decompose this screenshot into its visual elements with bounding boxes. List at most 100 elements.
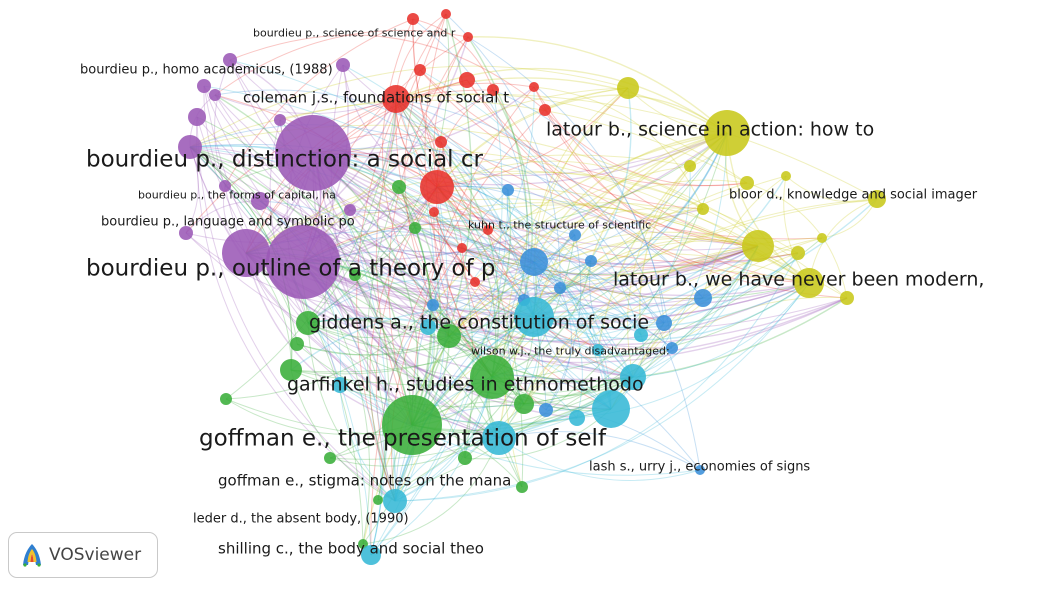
network-node-green[interactable]	[470, 355, 514, 399]
network-node-red[interactable]	[429, 207, 439, 217]
network-node-green[interactable]	[324, 452, 336, 464]
network-link	[507, 261, 535, 405]
label-homo-academicus[interactable]: bourdieu p., homo academicus, (1988)	[80, 62, 333, 78]
network-node-purple[interactable]	[274, 114, 286, 126]
network-node-red[interactable]	[435, 136, 447, 148]
network-node-blue[interactable]	[695, 465, 705, 475]
network-node-yellow[interactable]	[817, 233, 827, 243]
network-node-cyan[interactable]	[383, 489, 407, 513]
network-node-green[interactable]	[409, 222, 421, 234]
network-node-red[interactable]	[414, 64, 426, 76]
label-leder[interactable]: leder d., the absent body, (1990)	[193, 511, 409, 527]
network-node-purple[interactable]	[223, 53, 237, 67]
network-node-green[interactable]	[437, 324, 461, 348]
network-node-blue[interactable]	[585, 255, 597, 267]
network-node-yellow[interactable]	[704, 110, 750, 156]
label-outline-theory[interactable]: bourdieu p., outline of a theory of p	[86, 255, 496, 282]
network-node-blue[interactable]	[666, 342, 678, 354]
label-lash-urry[interactable]: lash s., urry j., economies of signs	[589, 459, 811, 475]
network-node-red[interactable]	[441, 9, 451, 19]
network-node-cyan[interactable]	[420, 319, 436, 335]
network-node-purple[interactable]	[209, 89, 221, 101]
network-node-purple[interactable]	[266, 225, 340, 299]
network-node-blue[interactable]	[427, 299, 439, 311]
network-node-green[interactable]	[458, 451, 472, 465]
network-node-cyan[interactable]	[482, 421, 516, 455]
network-node-cyan[interactable]	[361, 545, 381, 565]
network-node-cyan[interactable]	[634, 328, 648, 342]
network-node-purple[interactable]	[222, 229, 270, 277]
network-node-red[interactable]	[407, 13, 419, 25]
network-node-red[interactable]	[487, 84, 499, 96]
network-node-purple[interactable]	[344, 204, 356, 216]
network-node-purple[interactable]	[188, 108, 206, 126]
network-node-yellow[interactable]	[794, 268, 824, 298]
network-node-yellow[interactable]	[617, 77, 639, 99]
network-node-yellow[interactable]	[740, 176, 754, 190]
network-node-red[interactable]	[483, 225, 493, 235]
network-node-blue[interactable]	[520, 248, 548, 276]
network-node-green[interactable]	[296, 311, 320, 335]
network-node-red[interactable]	[457, 243, 467, 253]
network-node-green[interactable]	[290, 337, 304, 351]
network-node-blue[interactable]	[502, 184, 514, 196]
network-node-red[interactable]	[539, 104, 551, 116]
label-goffman-stigma[interactable]: goffman e., stigma: notes on the mana	[218, 471, 512, 490]
network-node-red[interactable]	[470, 277, 480, 287]
network-node-cyan[interactable]	[332, 377, 348, 393]
network-node-cyan[interactable]	[592, 390, 630, 428]
network-node-blue[interactable]	[569, 229, 581, 241]
network-node-red[interactable]	[529, 82, 539, 92]
network-node-purple[interactable]	[178, 135, 202, 159]
network-node-green[interactable]	[358, 539, 368, 549]
network-node-green[interactable]	[382, 395, 442, 455]
network-node-blue[interactable]	[656, 315, 672, 331]
label-kuhn[interactable]: kuhn t., the structure of scientific	[468, 218, 652, 232]
label-wilson[interactable]: wilson w.j., the truly disadvantaged:	[471, 344, 670, 358]
network-node-cyan[interactable]	[514, 297, 554, 337]
network-node-green[interactable]	[516, 481, 528, 493]
label-latour-science[interactable]: latour b., science in action: how to	[546, 118, 875, 141]
network-node-cyan[interactable]	[620, 364, 646, 390]
network-node-cyan[interactable]	[569, 410, 585, 426]
network-node-blue[interactable]	[554, 282, 566, 294]
network-node-green[interactable]	[392, 180, 406, 194]
network-node-purple[interactable]	[197, 79, 211, 93]
label-giddens[interactable]: giddens a., the constitution of socie	[309, 311, 650, 334]
network-node-green[interactable]	[220, 393, 232, 405]
label-bloor[interactable]: bloor d., knowledge and social imager	[729, 187, 978, 203]
network-node-green[interactable]	[514, 394, 534, 414]
network-node-yellow[interactable]	[684, 160, 696, 172]
network-node-blue[interactable]	[539, 403, 553, 417]
label-forms-of-capital[interactable]: bourdieu p., the forms of capital, ha	[138, 188, 336, 202]
network-node-green[interactable]	[280, 359, 302, 381]
network-node-blue[interactable]	[694, 289, 712, 307]
network-node-purple[interactable]	[251, 192, 269, 210]
label-language-symbolic[interactable]: bourdieu p., language and symbolic po	[101, 214, 355, 230]
network-node-yellow[interactable]	[697, 203, 709, 215]
label-garfinkel[interactable]: garfinkel h., studies in ethnomethodo	[287, 373, 644, 396]
network-node-green[interactable]	[373, 495, 383, 505]
network-node-yellow[interactable]	[868, 190, 886, 208]
network-node-yellow[interactable]	[840, 291, 854, 305]
network-node-green[interactable]	[349, 269, 361, 281]
label-science-of-science[interactable]: bourdieu p., science of science and r	[253, 26, 456, 40]
network-node-purple[interactable]	[275, 115, 351, 191]
network-node-yellow[interactable]	[781, 171, 791, 181]
label-goffman-self[interactable]: goffman e., the presentation of self	[199, 425, 607, 452]
label-latour-modern[interactable]: latour b., we have never been modern,	[613, 268, 985, 291]
network-node-purple[interactable]	[219, 180, 231, 192]
network-node-purple[interactable]	[179, 226, 193, 240]
network-node-yellow[interactable]	[791, 246, 805, 260]
network-node-purple[interactable]	[336, 58, 350, 72]
network-link	[302, 202, 810, 284]
network-node-red[interactable]	[459, 72, 475, 88]
network-node-cyan[interactable]	[592, 344, 604, 356]
network-node-red[interactable]	[382, 85, 410, 113]
label-shilling[interactable]: shilling c., the body and social theo	[218, 539, 484, 558]
network-node-red[interactable]	[463, 32, 473, 42]
label-coleman[interactable]: coleman j.s., foundations of social t	[243, 88, 510, 107]
network-node-yellow[interactable]	[742, 230, 774, 262]
label-distinction[interactable]: bourdieu p., distinction: a social cr	[86, 146, 483, 173]
network-node-red[interactable]	[420, 170, 454, 204]
